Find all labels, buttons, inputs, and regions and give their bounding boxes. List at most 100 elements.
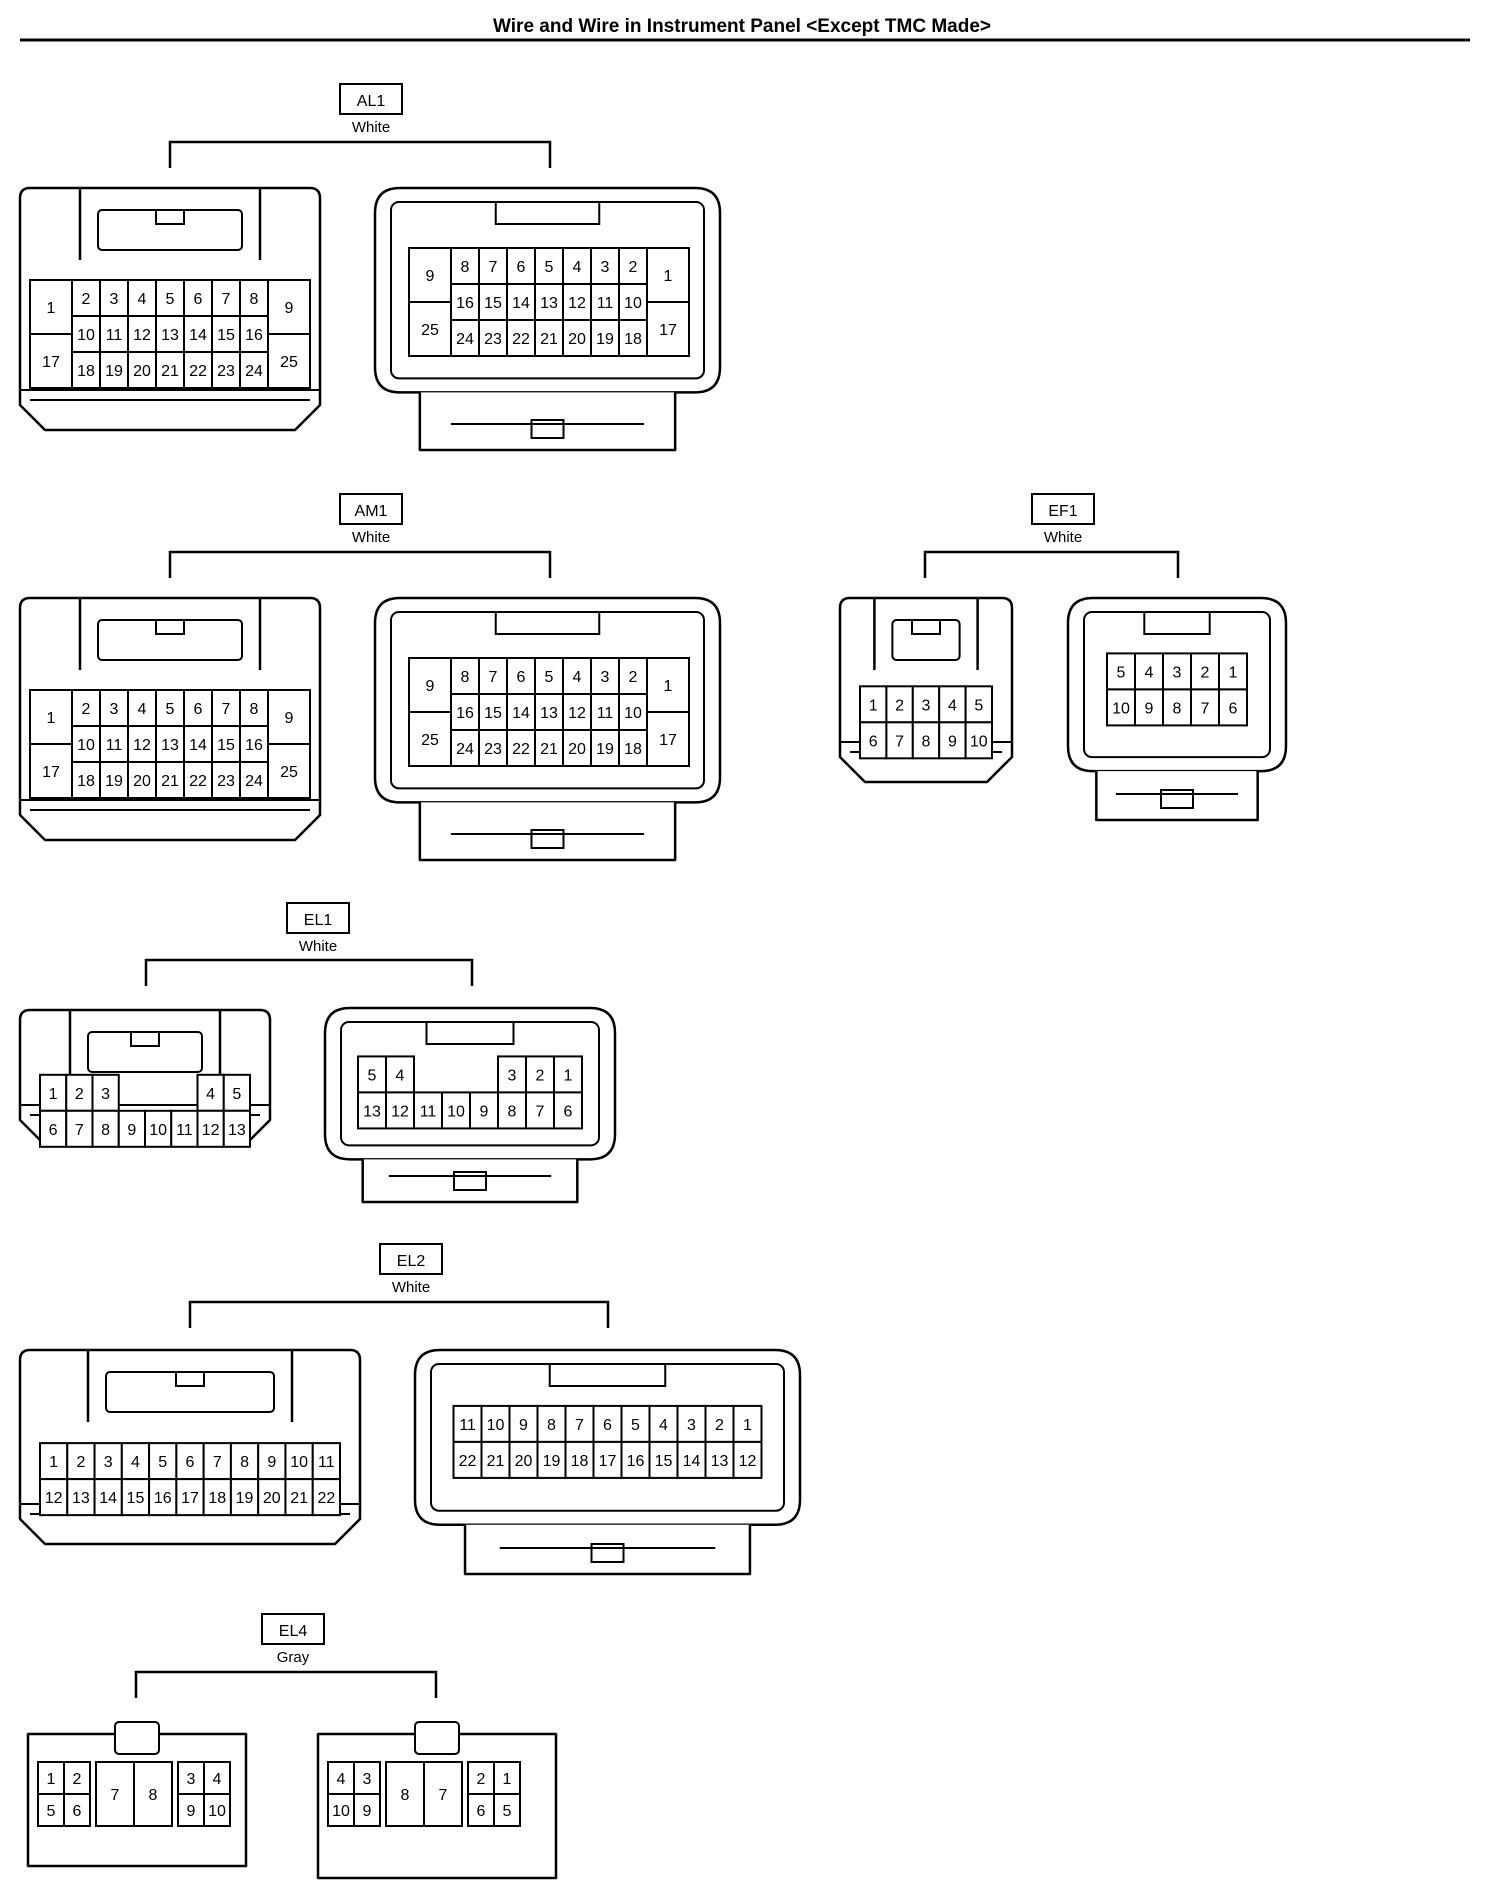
pin-label: 3 (104, 1454, 113, 1471)
pin-label: 19 (105, 773, 123, 790)
housing-detail (494, 201, 601, 225)
pin-label: 12 (391, 1103, 409, 1120)
pin-cell (267, 743, 311, 799)
pin-cell (506, 657, 536, 695)
housing-detail (175, 1371, 205, 1387)
pin-cell (239, 351, 269, 389)
pin-label: 6 (49, 1122, 58, 1139)
pin-cell (183, 761, 213, 799)
pin-cell (732, 1440, 763, 1479)
pin-label: 9 (285, 710, 294, 727)
pin-cell (676, 1440, 707, 1479)
pin-cell (493, 1793, 521, 1827)
pin-label: 21 (161, 773, 179, 790)
pin-label: 6 (194, 291, 203, 308)
pin-label: 3 (187, 1771, 196, 1788)
pin-label: 15 (484, 705, 502, 722)
pin-label: 1 (664, 678, 673, 695)
pin-cell (91, 1109, 120, 1148)
pin-label: 4 (948, 697, 957, 714)
connector-bracket (923, 550, 1180, 578)
pin-label: 6 (1229, 700, 1238, 717)
pin-label: 18 (571, 1453, 589, 1470)
pin-cell (506, 247, 536, 285)
pin-label: 4 (573, 259, 582, 276)
pin-cell (99, 761, 129, 799)
pin-label: 2 (629, 669, 638, 686)
pin-label: 13 (161, 737, 179, 754)
pin-label: 4 (213, 1771, 222, 1788)
pin-label: 20 (568, 331, 586, 348)
pin-cell (590, 729, 620, 767)
pin-label: 23 (484, 331, 502, 348)
pin-label: 10 (77, 737, 95, 754)
pin-label: 4 (1145, 664, 1154, 681)
pin-cell (155, 761, 185, 799)
pin-cell (646, 657, 690, 713)
pin-label: 7 (575, 1417, 584, 1434)
pin-cell (467, 1761, 495, 1795)
connector-code: AM1 (355, 503, 388, 520)
pin-label: 15 (655, 1453, 673, 1470)
page-title: Wire and Wire in Instrument Panel <Excep… (493, 16, 991, 37)
connector-bracket (168, 140, 552, 168)
pin-label: 13 (72, 1490, 90, 1507)
pin-cell (177, 1793, 205, 1827)
pin-label: 6 (73, 1803, 82, 1820)
pin-label: 11 (459, 1417, 476, 1434)
pin-cell (148, 1478, 178, 1517)
pin-label: 5 (47, 1803, 56, 1820)
pin-label: 1 (743, 1417, 752, 1434)
pin-label: 5 (158, 1454, 167, 1471)
pin-cell (452, 1440, 483, 1479)
pin-label: 4 (337, 1771, 346, 1788)
connector-color: White (352, 119, 390, 136)
pin-label: 10 (208, 1803, 226, 1820)
housing-detail (1160, 789, 1194, 809)
pin-label: 19 (596, 741, 614, 758)
housing-detail (453, 1171, 487, 1191)
pin-cell (620, 1440, 651, 1479)
pin-label: 16 (154, 1490, 172, 1507)
pin-cell (1218, 652, 1248, 691)
pin-label: 7 (1201, 700, 1210, 717)
pin-label: 14 (512, 705, 530, 722)
pin-label: 10 (290, 1454, 308, 1471)
pin-label: 7 (213, 1454, 222, 1471)
pin-label: 5 (166, 291, 175, 308)
pin-label: 3 (110, 291, 119, 308)
pin-label: 13 (711, 1453, 729, 1470)
pin-label: 8 (461, 259, 470, 276)
housing-outline (86, 1350, 294, 1422)
pin-cell (506, 693, 536, 731)
pin-label: 3 (363, 1771, 372, 1788)
pin-cell (508, 1440, 539, 1479)
pin-cell (441, 1091, 471, 1130)
pin-label: 3 (508, 1067, 517, 1084)
connector-color: White (1044, 529, 1082, 546)
pin-cell (222, 1073, 251, 1112)
pin-label: 9 (1145, 700, 1154, 717)
pin-label: 24 (245, 363, 263, 380)
pin-label: 6 (194, 701, 203, 718)
pin-label: 2 (73, 1771, 82, 1788)
pin-label: 21 (290, 1490, 308, 1507)
pin-cell (1190, 688, 1220, 727)
pin-cell (183, 351, 213, 389)
pin-label: 13 (363, 1103, 381, 1120)
pin-cell (534, 319, 564, 357)
pin-label: 1 (1229, 664, 1238, 681)
pin-cell (117, 1109, 146, 1148)
pin-label: 4 (138, 701, 147, 718)
pin-label: 25 (421, 322, 439, 339)
pin-label: 8 (1173, 700, 1182, 717)
pin-label: 12 (45, 1490, 63, 1507)
pin-label: 5 (232, 1086, 241, 1103)
pin-label: 2 (76, 1454, 85, 1471)
pin-label: 7 (489, 669, 498, 686)
pin-cell (29, 743, 73, 799)
pin-cell (553, 1091, 583, 1130)
